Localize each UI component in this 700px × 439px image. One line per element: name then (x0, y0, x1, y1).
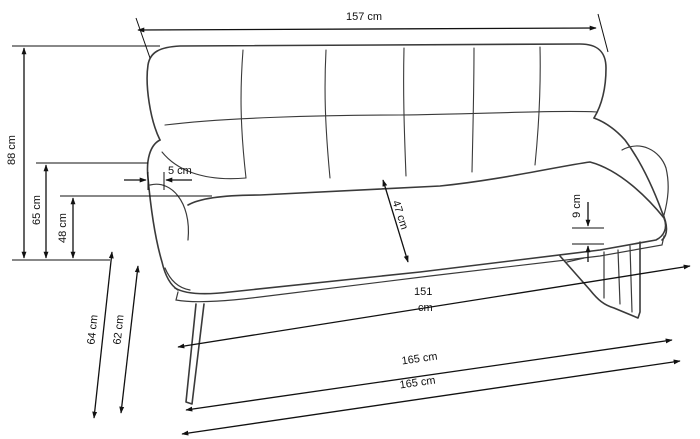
dimension-depth-seat: 62 cm (111, 265, 140, 414)
label-seat-width-unit: cm (418, 302, 433, 314)
label-seat-depth: 47 cm (390, 199, 411, 231)
left-leg (185, 303, 205, 405)
backrest-quilting (161, 46, 598, 180)
dimension-depth-total: 64 cm (85, 251, 114, 419)
label-seat-thickness: 9 cm (571, 194, 583, 218)
backrest-outline (146, 43, 607, 141)
label-height-seat: 48 cm (57, 213, 69, 243)
left-armrest (146, 139, 179, 291)
dimension-seat-width: 151 cm (177, 264, 691, 349)
label-width-bottom: 165 cm (399, 375, 436, 392)
dimension-height-total: 88 cm (6, 45, 160, 261)
label-armrest-width: 5 cm (168, 165, 192, 177)
dimension-height-armrest: 65 cm (31, 162, 148, 259)
dimension-width-bottom: 165 cm (181, 359, 681, 436)
dimension-seat-depth: 47 cm (382, 179, 411, 263)
right-armrest (593, 117, 668, 241)
label-depth-seat: 62 cm (111, 314, 126, 345)
label-width-top: 157 cm (346, 11, 382, 23)
dimension-seat-thickness: 9 cm (571, 194, 604, 262)
label-seat-width-value: 151 (414, 286, 432, 298)
dimension-width-top: 157 cm (135, 11, 609, 59)
label-depth-total: 64 cm (85, 314, 100, 345)
label-height-total: 88 cm (6, 135, 18, 165)
label-height-armrest: 65 cm (31, 195, 43, 225)
dimension-height-seat: 48 cm (57, 195, 212, 259)
label-width-front: 165 cm (401, 351, 438, 368)
dimension-armrest-width: 5 cm (124, 165, 192, 190)
